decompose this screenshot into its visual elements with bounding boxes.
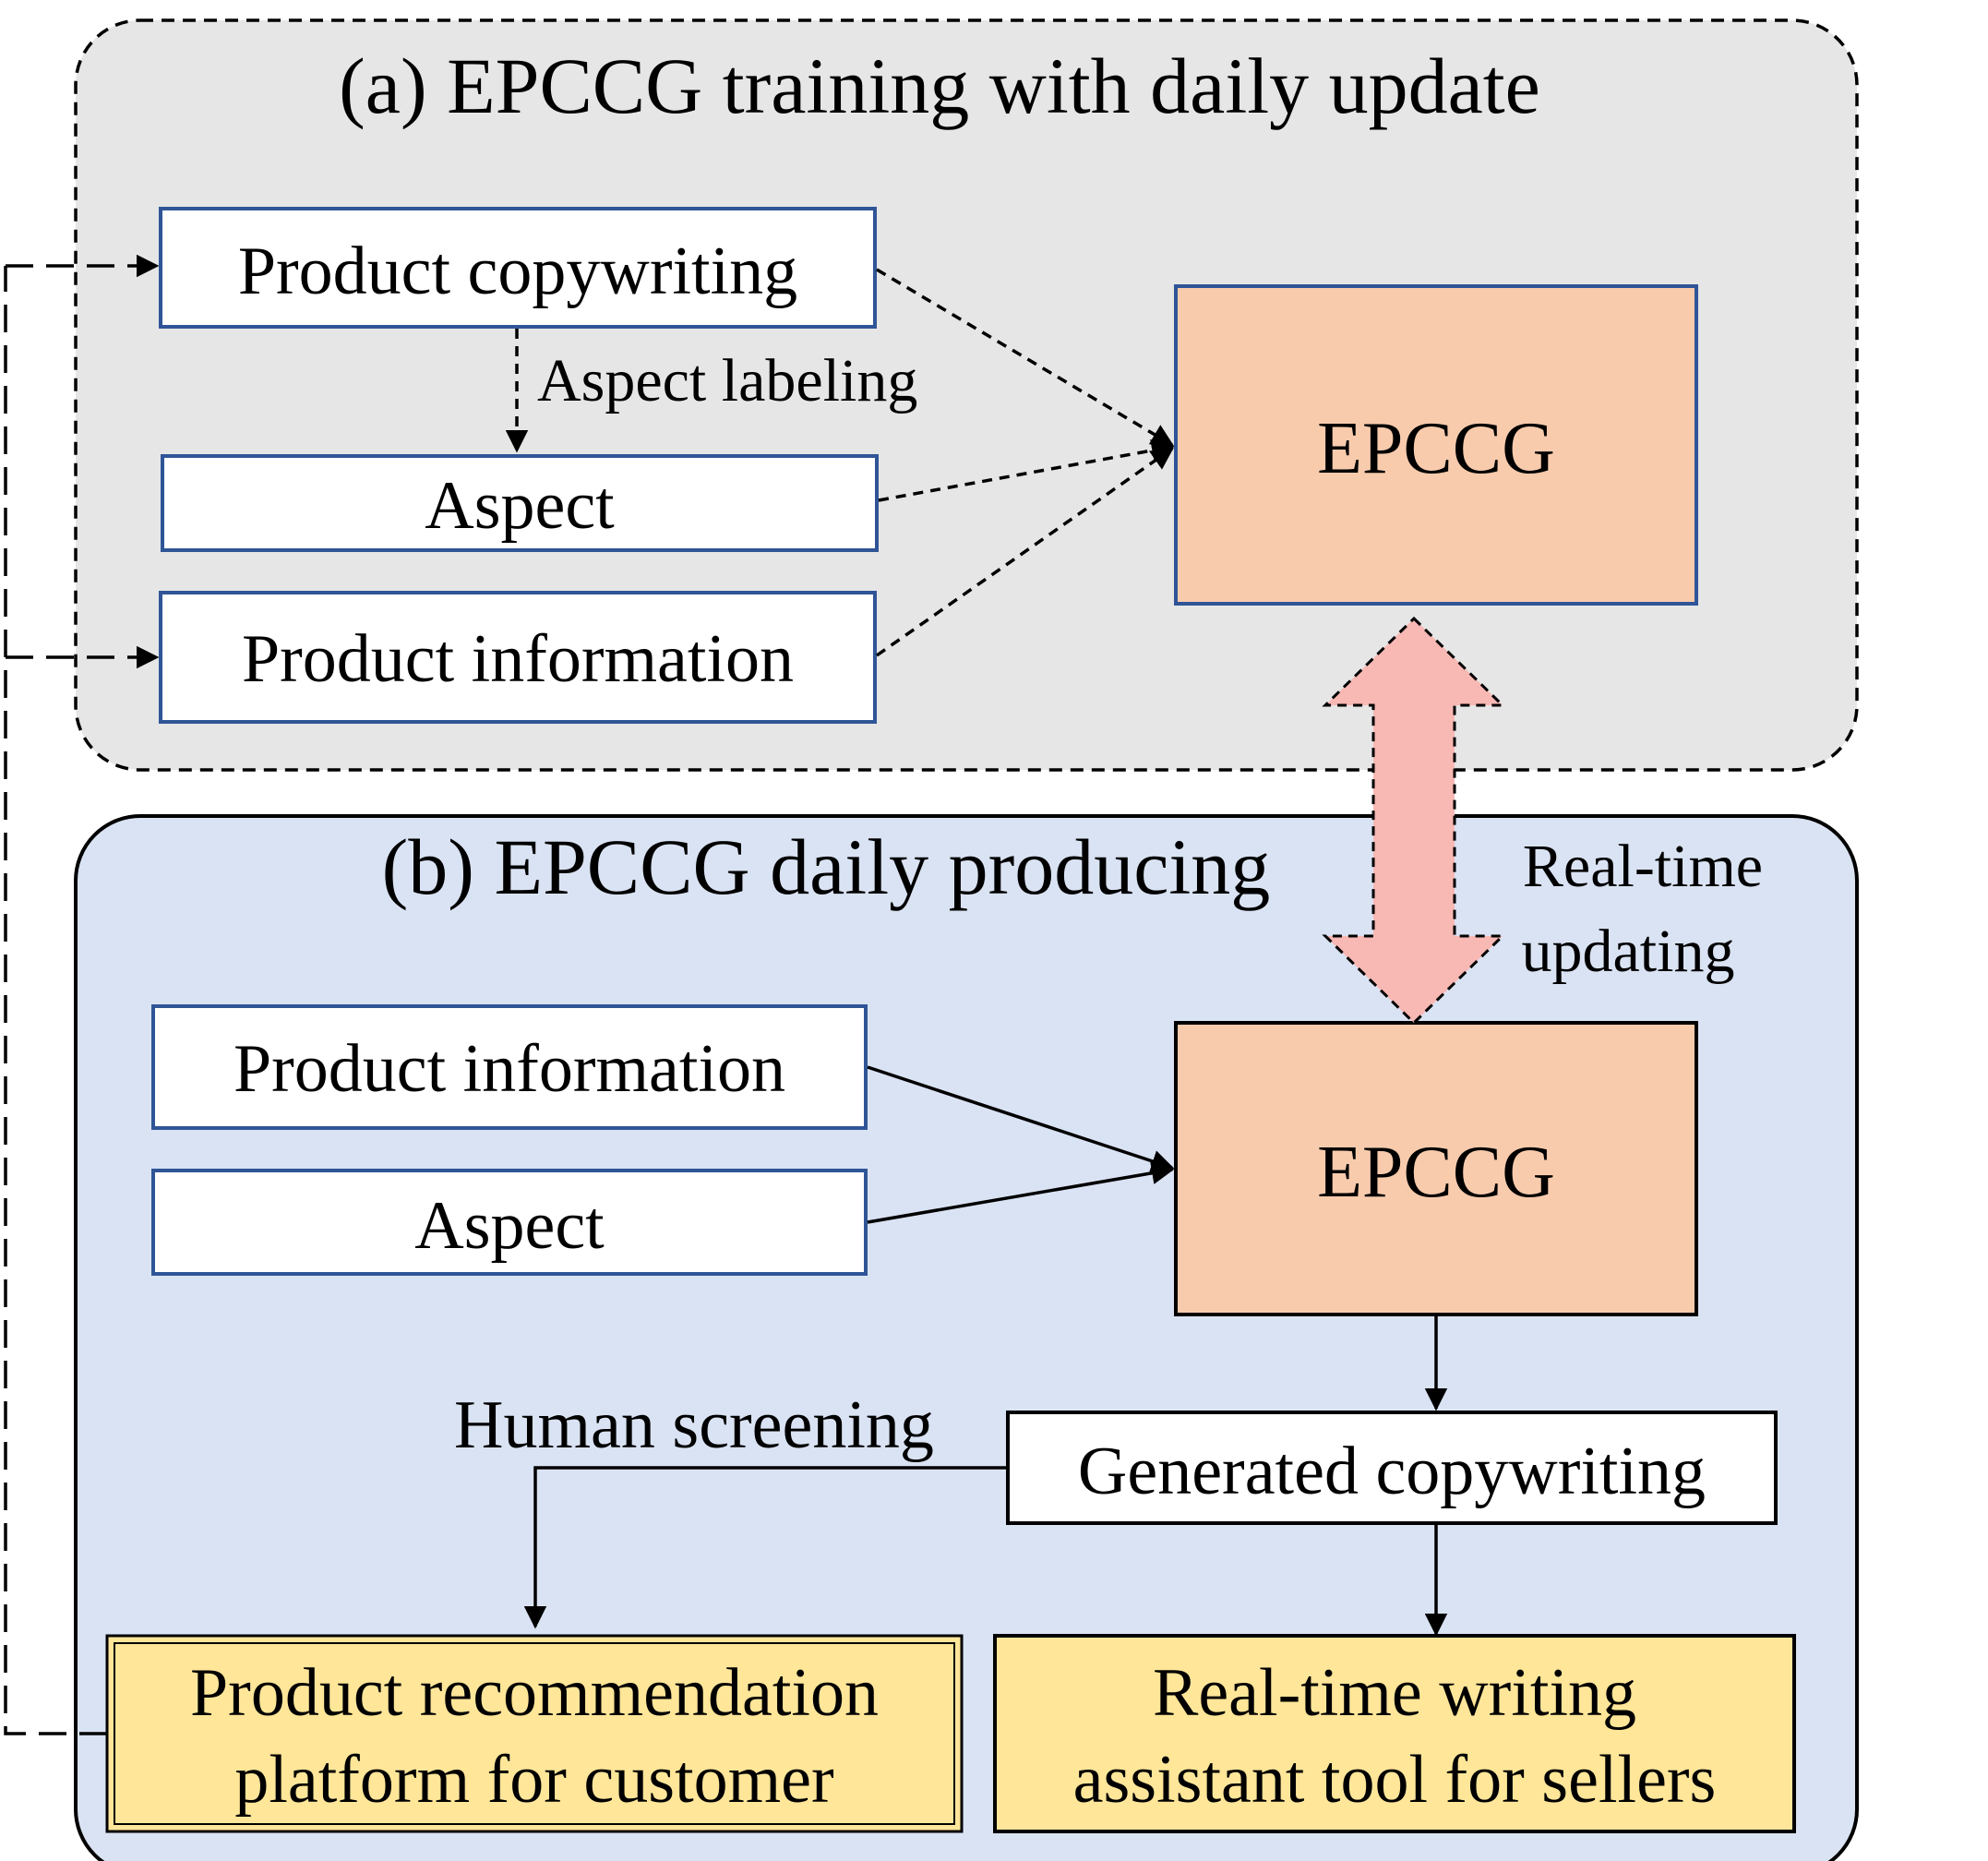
tool-label-line2: assistant tool for sellers [1073,1742,1717,1818]
training-epccg-model-box: EPCCG [1174,284,1698,606]
writing-assistant-tool-box: Real-time writing assistant tool for sel… [993,1634,1796,1833]
aspect-to-epccg-arrow [878,438,1175,502]
copywriting-to-epccg-arrow [876,268,1175,447]
aspect-labeling-label: Aspect labeling [537,347,917,414]
realtime-update-double-arrow [1322,616,1506,1026]
producing-product-information-label: Product information [234,1031,785,1107]
training-product-information-label: Product information [242,621,794,697]
training-product-information-box: Product information [159,591,877,724]
generated-copywriting-box: Generated copywriting [1006,1411,1778,1525]
aspect-to-model-arrow [867,1161,1175,1224]
producing-epccg-model-label: EPCCG [1317,1132,1555,1213]
training-aspect-label: Aspect [425,468,615,544]
producing-aspect-box: Aspect [151,1169,868,1276]
panel-b-title: (b) EPCCG daily producing [382,822,1271,911]
training-epccg-model-label: EPCCG [1317,408,1555,489]
panel-a-training: (a) EPCCG training with daily update Pro… [74,18,1859,772]
information-to-epccg-arrow [875,447,1175,657]
training-aspect-box: Aspect [161,454,879,552]
producing-epccg-model-box: EPCCG [1174,1021,1698,1316]
producing-aspect-label: Aspect [414,1188,605,1264]
panel-a-title: (a) EPCCG training with daily update [339,42,1540,130]
platform-label-line2: platform for customer [234,1742,833,1818]
feedback-loop-line [4,266,107,1735]
feedback-loop [4,254,160,1735]
screening-to-platform-arrow [523,1466,1008,1629]
tool-label-line1: Real-time writing [1153,1655,1636,1731]
realtime-updating-line2: updating [1522,918,1735,985]
training-product-copywriting-label: Product copywriting [238,234,797,309]
product-recommendation-platform-box: Product recommendation platform for cust… [105,1634,964,1833]
generated-copywriting-label: Generated copywriting [1078,1434,1706,1509]
human-screening-label: Human screening [454,1387,934,1463]
realtime-updating-line1: Real-time [1523,833,1763,900]
platform-label-line1: Product recommendation [190,1655,879,1731]
panel-b-producing: (b) EPCCG daily producing Product inform… [74,814,1859,1861]
information-to-model-arrow [867,1065,1175,1172]
producing-product-information-box: Product information [151,1004,868,1130]
training-product-copywriting-box: Product copywriting [159,207,877,329]
